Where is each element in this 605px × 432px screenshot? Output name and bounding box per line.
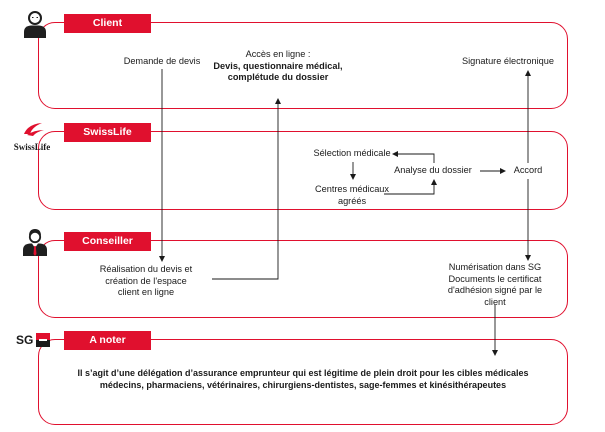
step-signature: Signature électronique — [462, 56, 554, 66]
centres-line2: agréés — [337, 195, 367, 206]
tag-conseiller: Conseiller — [64, 232, 151, 251]
realisation-line1: Réalisation du devis et — [99, 264, 193, 274]
swisslife-wordmark: SwissLife — [13, 142, 51, 152]
realisation-line2: création de l'espace — [105, 275, 187, 286]
step-selection-medicale: Sélection médicale — [313, 148, 391, 158]
sg-logo: SG — [16, 332, 56, 350]
note-line1: Il s’agit d’une délégation d’assurance e… — [77, 368, 529, 378]
acces-line3: complétude du dossier — [227, 72, 329, 82]
arrow-analyse-to-selection — [392, 151, 435, 163]
tag-anoter: A noter — [64, 331, 151, 350]
lane-client — [38, 22, 568, 109]
arrow-realisation-to-acces — [212, 98, 281, 280]
centres-line1: Centres médicaux — [314, 184, 390, 194]
step-realisation-devis: Réalisation du devis et création de l'es… — [76, 264, 216, 299]
numerisation-line1: Numérisation dans SG — [448, 262, 542, 272]
lane-swisslife — [38, 131, 568, 210]
lane-anoter — [38, 339, 568, 425]
note-line2: médecins, pharmaciens, vétérinaires, chi… — [99, 379, 507, 390]
sg-square-icon — [36, 333, 50, 347]
step-numerisation: Numérisation dans SG Documents le certif… — [430, 262, 560, 308]
step-centres-medicaux: Centres médicaux agréés — [292, 184, 412, 207]
step-acces-en-ligne: Accès en ligne : Devis, questionnaire mé… — [208, 49, 348, 84]
note-text: Il s’agit d’une délégation d’assurance e… — [44, 368, 562, 391]
step-accord: Accord — [513, 165, 543, 175]
numerisation-line3: d'adhésion signé par le — [447, 285, 543, 295]
step-demande-devis: Demande de devis — [123, 56, 201, 66]
swisslife-swoosh-icon — [24, 123, 44, 136]
tag-swisslife: SwissLife — [64, 123, 151, 142]
swisslife-logo: SwissLife — [12, 121, 52, 152]
sg-logo-text: SG — [16, 333, 34, 347]
step-analyse-dossier: Analyse du dossier — [394, 165, 472, 175]
numerisation-line2: Documents le certificat — [448, 273, 542, 284]
numerisation-line4: client — [484, 296, 506, 307]
acces-line2: Devis, questionnaire médical, — [213, 60, 343, 71]
person-icon — [24, 11, 46, 38]
acces-line1: Accès en ligne : — [245, 49, 311, 59]
realisation-line3: client en ligne — [117, 287, 175, 297]
advisor-icon — [23, 229, 47, 256]
tag-client: Client — [64, 14, 151, 33]
lane-conseiller — [38, 240, 568, 318]
arrow-centres-to-analyse — [384, 179, 437, 195]
